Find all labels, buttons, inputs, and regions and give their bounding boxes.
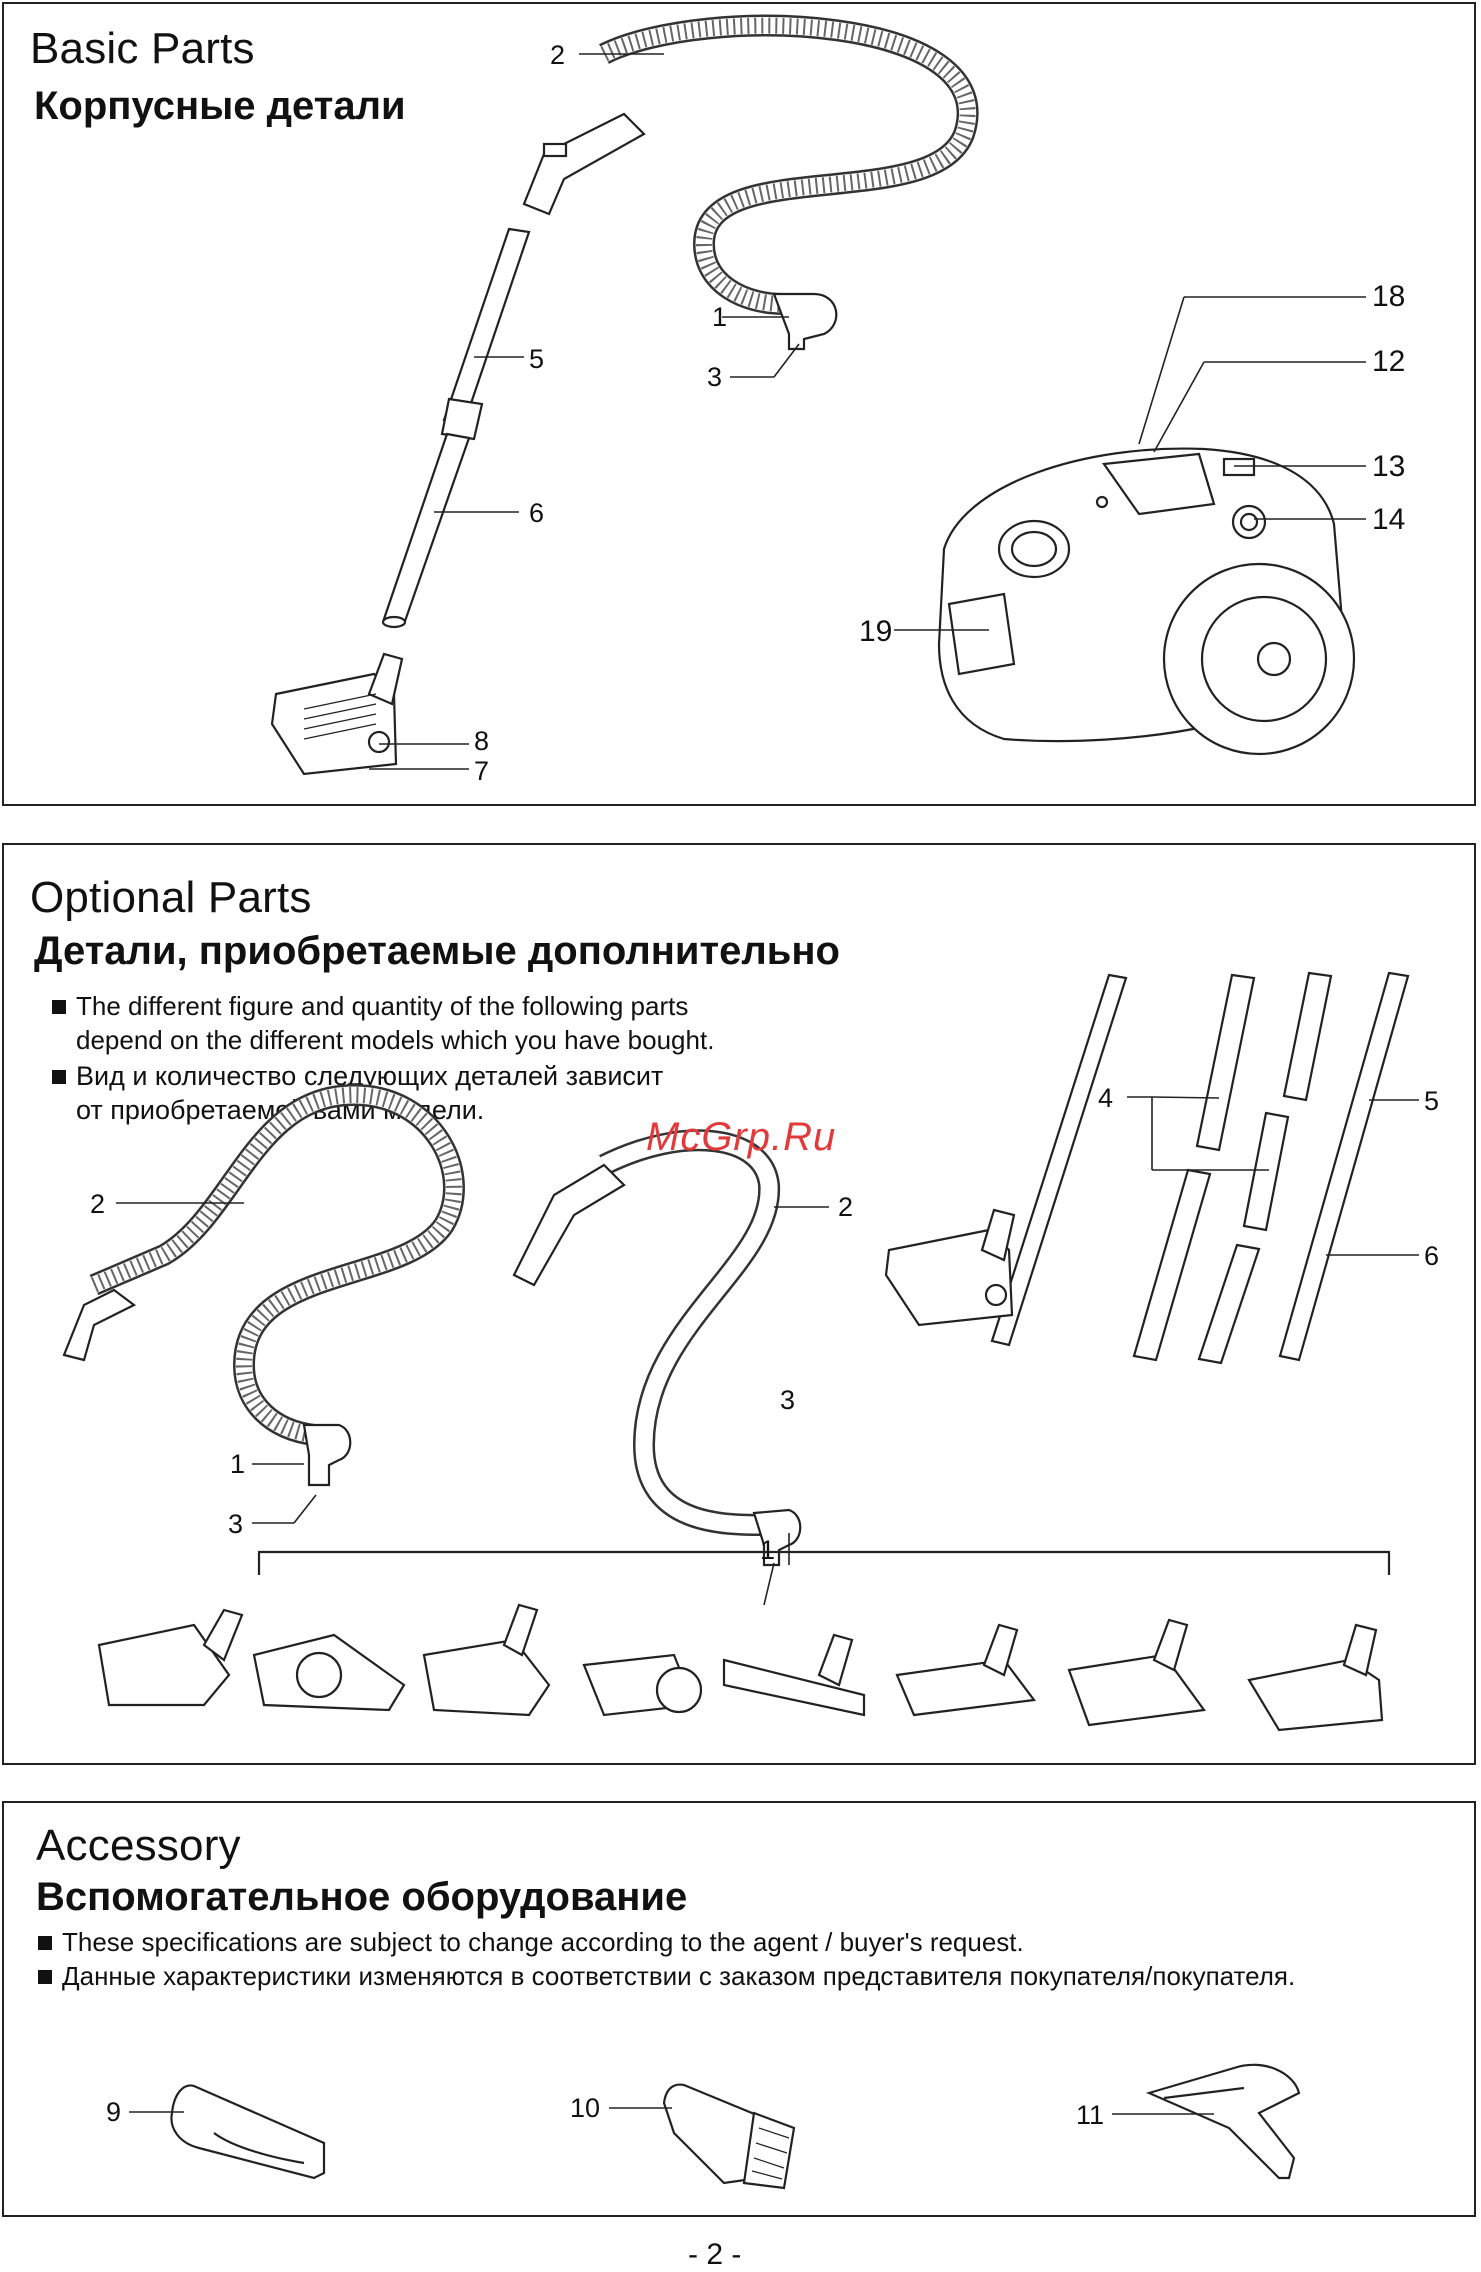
label-13: 13 [1372,450,1406,483]
label-3: 3 [707,362,723,392]
basic-parts-panel: Basic Parts Корпусные детали [2,2,1476,806]
label-1b: 1 [760,1535,776,1565]
basic-parts-title: Basic Parts [30,24,255,73]
basic-parts-illustration [270,14,1366,776]
label-6: 6 [1424,1241,1440,1271]
bullet-square-icon [38,1936,52,1950]
page-number: - 2 - [688,2238,742,2271]
label-4: 4 [1098,1083,1114,1113]
label-10: 10 [570,2093,601,2123]
label-2: 2 [550,40,566,70]
optional-parts-panel: Optional Parts Детали, приобретаемые доп… [2,843,1476,1765]
label-5: 5 [529,344,545,374]
accessory-note-en: These specifications are subject to chan… [38,1925,1024,1959]
accessory-illustration [129,2063,1301,2190]
accessory-title-ru: Вспомогательное оборудование [36,1875,688,1919]
optional-parts-title-ru: Детали, приобретаемые дополнительно [34,929,840,973]
accessory-title: Accessory [36,1821,241,1870]
label-19: 19 [859,615,893,648]
label-9: 9 [106,2097,122,2127]
label-3a: 3 [228,1509,244,1539]
label-18: 18 [1372,280,1406,313]
accessory-note-ru: Данные характеристики изменяются в соотв… [38,1959,1295,1993]
label-12: 12 [1372,345,1406,378]
optional-parts-title: Optional Parts [30,873,312,922]
optional-note-ru: Вид и количество следующих деталей завис… [52,1059,663,1127]
optional-parts-illustration [62,971,1419,1732]
bullet-square-icon [52,1070,66,1084]
optional-note-en: The different figure and quantity of the… [52,989,714,1057]
label-11: 11 [1076,2100,1105,2130]
accessory-panel: Accessory Вспомогательное оборудование T… [2,1801,1476,2217]
basic-parts-title-ru: Корпусные детали [34,84,406,128]
bullet-square-icon [52,1000,66,1014]
label-5: 5 [1424,1086,1440,1116]
label-2a: 2 [90,1189,106,1219]
label-14: 14 [1372,503,1406,536]
bullet-square-icon [38,1970,52,1984]
label-1: 1 [712,302,728,332]
watermark: McGrp.Ru [646,1115,837,1159]
label-2b: 2 [838,1192,854,1222]
label-8: 8 [474,726,490,756]
label-1a: 1 [230,1449,246,1479]
label-7: 7 [474,756,490,786]
label-6: 6 [529,498,545,528]
label-3b: 3 [780,1385,796,1415]
